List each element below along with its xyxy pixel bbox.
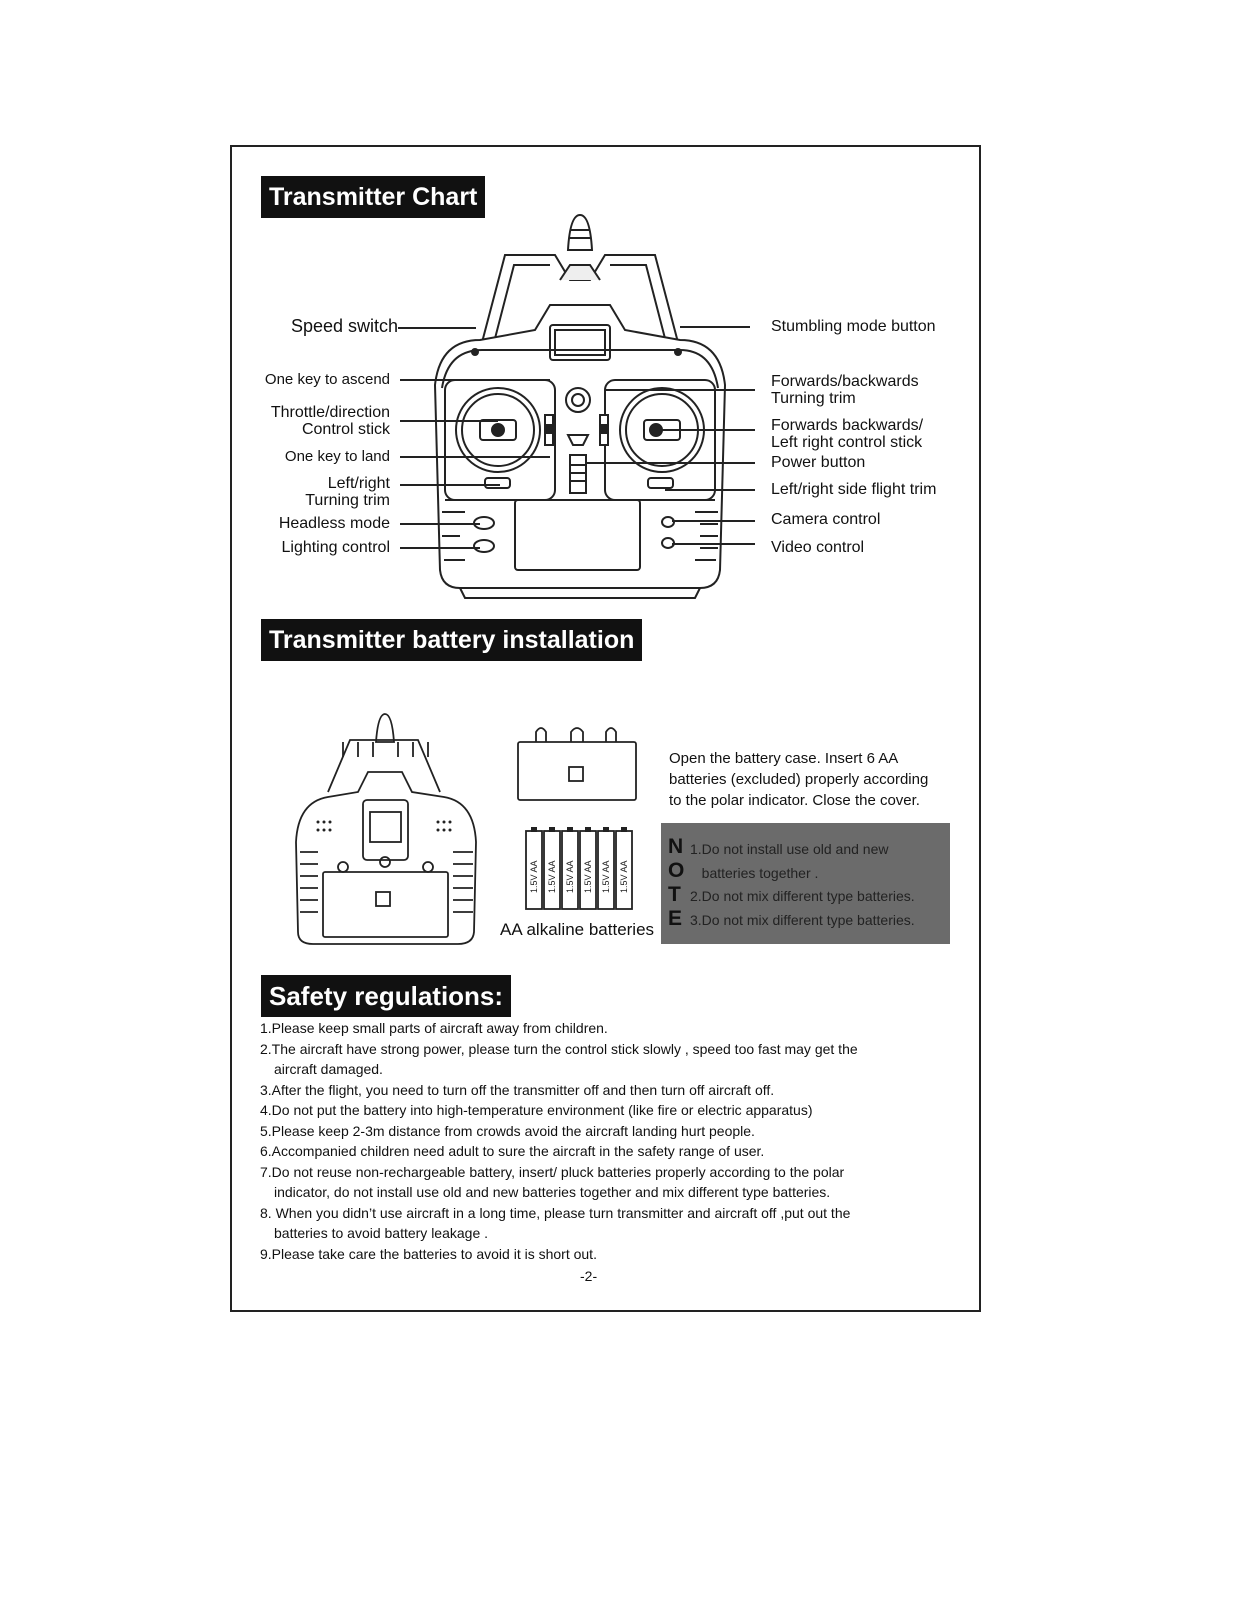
safety-regulations-title: Safety regulations: (261, 975, 512, 1017)
label-stumbling-mode: Stumbling mode button (771, 318, 936, 335)
note-item: 1.Do not install use old and new (690, 841, 889, 857)
note-item: 3.Do not mix different type batteries. (690, 911, 915, 928)
svg-text:1.5V AA: 1.5V AA (583, 860, 593, 893)
label-fwd-bwd-2: Turning trim (771, 390, 856, 407)
safety-item: 6.Accompanied children need adult to sur… (260, 1143, 765, 1159)
label-left-right-2: Turning trim (305, 492, 390, 509)
svg-text:1.5V AA: 1.5V AA (619, 860, 629, 893)
label-video-control: Video control (771, 539, 865, 556)
safety-item: 2.The aircraft have strong power, please… (260, 1040, 858, 1057)
safety-item: 3.After the flight, you need to turn off… (260, 1081, 775, 1098)
note-item: 2.Do not mix different type batteries. (690, 888, 915, 904)
leader-line (585, 462, 755, 464)
label-lighting-control: Lighting control (281, 539, 390, 556)
label-camera-control: Camera control (771, 511, 881, 528)
label-one-key-land: One key to land (284, 448, 390, 465)
leader-line (400, 379, 550, 381)
label-power-button: Power button (771, 454, 866, 471)
leader-line (680, 326, 750, 328)
battery-instructions: Open the battery case. Insert 6 AA batte… (669, 748, 959, 811)
svg-text:1.5V AA: 1.5V AA (529, 860, 539, 893)
svg-text:1.5V AA: 1.5V AA (565, 860, 575, 893)
note-letter: T (668, 883, 681, 906)
note-box (661, 823, 950, 944)
label-fwd-bwd-1: Forwards/backwards (771, 373, 919, 390)
battery-installation-title: Transmitter battery installation (261, 619, 643, 661)
leader-line (665, 489, 755, 491)
leader-line (398, 327, 476, 329)
leader-line (672, 520, 755, 522)
label-fwd-stick-1: Forwards backwards/ (771, 417, 924, 434)
transmitter-chart-title: Transmitter Chart (261, 176, 486, 218)
leader-line (605, 389, 755, 391)
page-number: -2- (580, 1268, 598, 1284)
instruction-line: to the polar indicator. Close the cover. (669, 792, 920, 809)
label-one-key-ascend: One key to ascend (264, 371, 390, 388)
safety-item: 5.Please keep 2-3m distance from crowds … (260, 1122, 755, 1139)
label-headless-mode: Headless mode (278, 515, 390, 532)
leader-line (400, 547, 480, 549)
note-items: 1.Do not install use old and new batteri… (690, 838, 950, 932)
aa-batteries-illustration: 1.5V AA 1.5V AA 1.5V AA 1.5V AA 1.5V AA … (525, 827, 633, 910)
page-frame (230, 145, 981, 1312)
leader-line (660, 429, 755, 431)
leader-line (400, 484, 500, 486)
leader-line (400, 420, 498, 422)
note-letter: O (668, 859, 685, 882)
safety-item: 4.Do not put the battery into high-tempe… (260, 1102, 813, 1118)
transmitter-back-illustration (295, 713, 477, 945)
svg-text:1.5V AA: 1.5V AA (601, 860, 611, 893)
label-throttle-1: Throttle/direction (270, 404, 390, 421)
note-letter: N (668, 835, 684, 858)
aa-batteries-caption: AA alkaline batteries (500, 920, 655, 939)
safety-item: 7.Do not reuse non-rechargeable battery,… (260, 1163, 845, 1180)
label-left-right-1: Left/right (327, 475, 390, 492)
label-throttle-2: Control stick (301, 421, 390, 438)
note-letters: N O T E (668, 835, 688, 931)
label-fwd-stick-2: Left right control stick (771, 434, 923, 451)
transmitter-front-illustration (433, 213, 727, 599)
battery-cover-illustration (517, 727, 637, 801)
note-letter: E (668, 907, 683, 930)
leader-line (400, 456, 550, 458)
note-item: batteries together . (690, 864, 819, 881)
leader-line (400, 523, 480, 525)
safety-item-continued: aircraft damaged. (274, 1061, 383, 1077)
safety-item-continued: batteries to avoid battery leakage . (274, 1225, 489, 1241)
safety-list: 1.Please keep small parts of aircraft aw… (260, 1018, 960, 1264)
instruction-line: Open the battery case. Insert 6 AA (669, 750, 899, 767)
leader-line (672, 543, 755, 545)
safety-item: 9.Please take care the batteries to avoi… (260, 1245, 597, 1262)
instruction-line: batteries (excluded) properly according (669, 771, 929, 788)
label-speed-switch: Speed switch (290, 316, 398, 336)
svg-text:1.5V AA: 1.5V AA (547, 860, 557, 893)
label-side-flight-trim: Left/right side flight trim (771, 481, 937, 498)
safety-item: 1.Please keep small parts of aircraft aw… (260, 1020, 608, 1036)
safety-item: 8. When you didn’t use aircraft in a lon… (260, 1204, 851, 1221)
safety-item-continued: indicator, do not install use old and ne… (274, 1184, 831, 1200)
